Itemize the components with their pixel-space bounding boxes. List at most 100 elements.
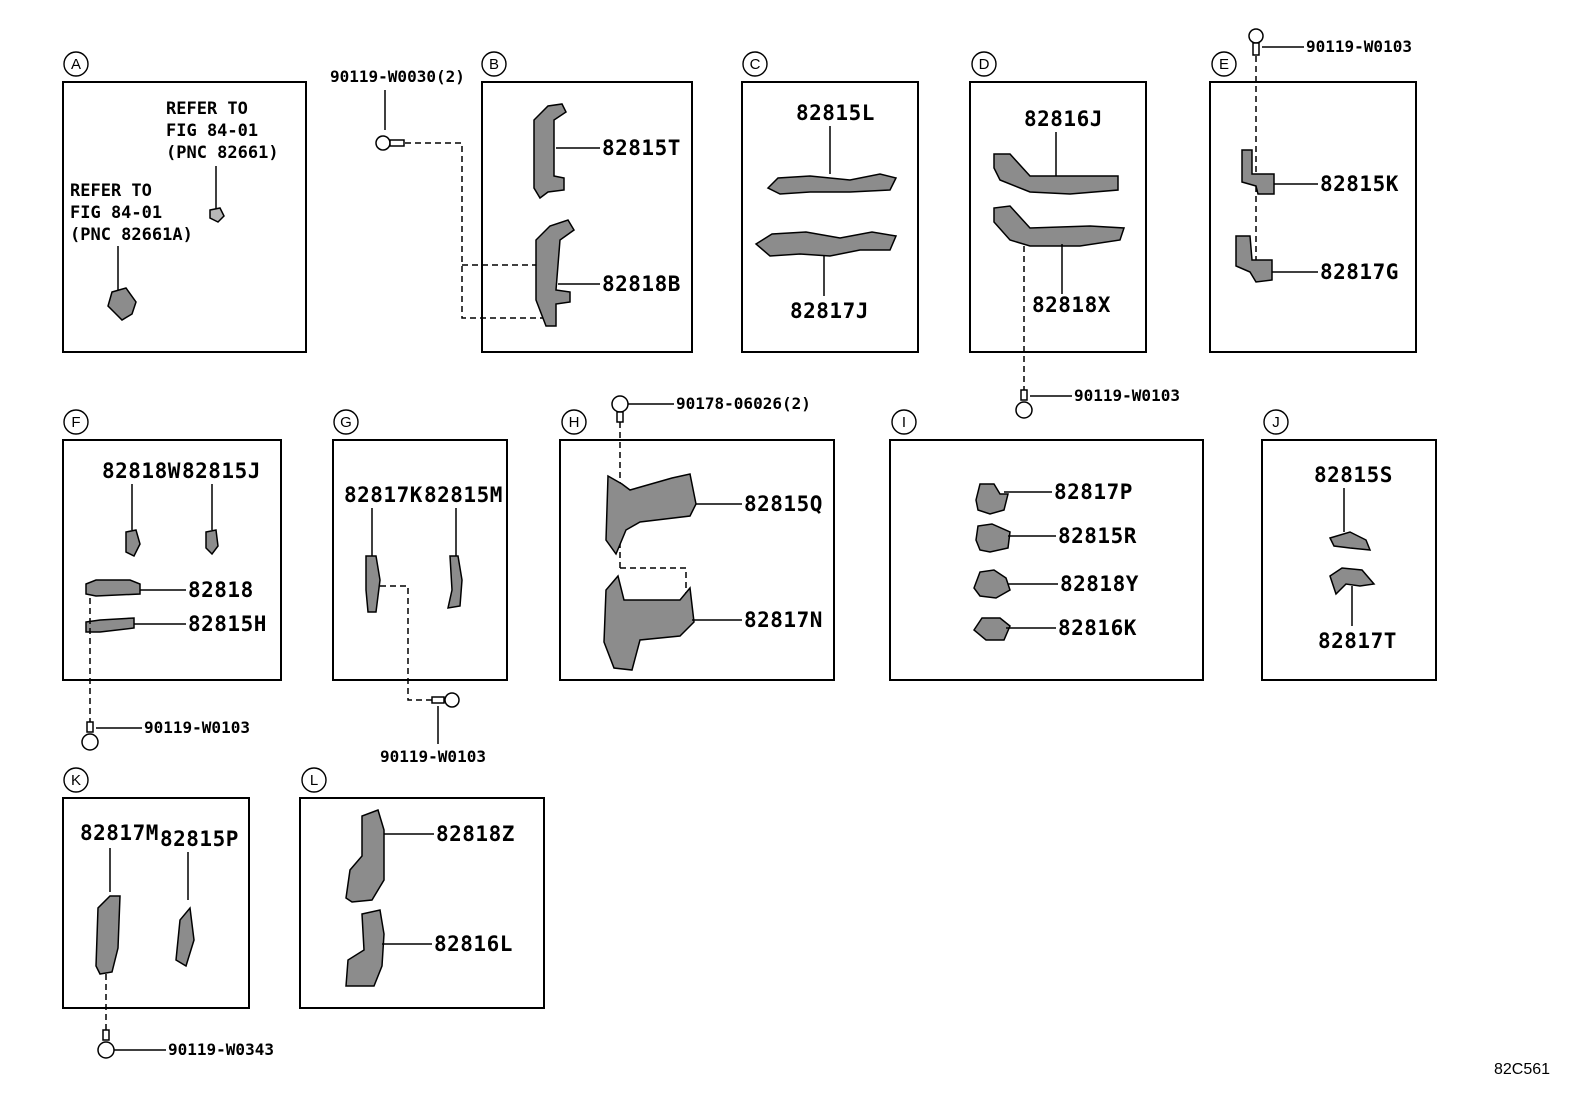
- section-a-letter: A: [71, 56, 81, 73]
- pnc-82818W[interactable]: 82818W: [102, 459, 181, 483]
- bolt-label-f[interactable]: 90119-W0103: [144, 718, 250, 737]
- section-j-letter: J: [1272, 414, 1280, 431]
- section-c: C 82815L 82817J: [741, 51, 919, 353]
- pnc-82816K[interactable]: 82816K: [1058, 616, 1137, 640]
- pnc-82817J[interactable]: 82817J: [790, 299, 869, 323]
- section-a-box: [62, 81, 307, 353]
- bolt-k-icon[interactable]: [97, 1029, 115, 1059]
- bolt-h-icon[interactable]: [611, 395, 629, 423]
- part-82815Q-shape[interactable]: [605, 473, 697, 556]
- pnc-82817M[interactable]: 82817M: [80, 821, 159, 845]
- refer-note-2-line-2[interactable]: FIG 84-01: [70, 203, 162, 223]
- part-82815M-shape[interactable]: [447, 555, 463, 609]
- part-82817M-shape[interactable]: [95, 895, 121, 975]
- pnc-82815Q[interactable]: 82815Q: [744, 492, 823, 516]
- bolt-label-k[interactable]: 90119-W0343: [168, 1040, 274, 1059]
- section-g-letter: G: [340, 414, 352, 431]
- pnc-82817P[interactable]: 82817P: [1054, 480, 1133, 504]
- bolt-label-e[interactable]: 90119-W0103: [1306, 37, 1412, 56]
- part-82815P-shape[interactable]: [175, 906, 195, 968]
- part-82818B-shape[interactable]: [535, 219, 575, 327]
- bolt-d-icon[interactable]: [1015, 389, 1033, 419]
- bolt-e-icon[interactable]: [1248, 28, 1264, 56]
- pnc-82818B[interactable]: 82818B: [602, 272, 681, 296]
- section-e-box: [1209, 81, 1417, 353]
- section-j-marker: [1263, 409, 1289, 435]
- bolt-label-g[interactable]: 90119-W0103: [380, 747, 486, 766]
- section-f-box: [62, 439, 282, 681]
- section-e-marker: [1211, 51, 1237, 77]
- part-82817K-shape[interactable]: [365, 555, 381, 613]
- part-82815R-shape[interactable]: [975, 523, 1011, 553]
- pnc-82817T[interactable]: 82817T: [1318, 629, 1397, 653]
- pnc-82815R[interactable]: 82815R: [1058, 524, 1137, 548]
- refer-note-1-line-2[interactable]: FIG 84-01: [166, 121, 258, 141]
- section-c-box: [741, 81, 919, 353]
- pnc-82817G[interactable]: 82817G: [1320, 260, 1399, 284]
- section-j-box: [1261, 439, 1437, 681]
- part-82815T-shape[interactable]: [533, 103, 567, 200]
- pnc-82815M[interactable]: 82815M: [424, 483, 503, 507]
- pnc-82815T[interactable]: 82815T: [602, 136, 681, 160]
- bolt-label-h[interactable]: 90178-06026(2): [676, 394, 811, 413]
- section-i-marker: [891, 409, 917, 435]
- clip-82661-part[interactable]: [209, 207, 225, 223]
- refer-note-1-line-3[interactable]: (PNC 82661): [166, 143, 279, 163]
- pnc-82815L[interactable]: 82815L: [796, 101, 875, 125]
- bolt-label-b[interactable]: 90119-W0030(2): [330, 67, 465, 86]
- part-82816L-shape[interactable]: [345, 909, 385, 987]
- part-82816K-shape[interactable]: [973, 617, 1011, 641]
- section-a-marker: [63, 51, 89, 77]
- part-82816J-shape[interactable]: [993, 153, 1119, 195]
- pnc-82815J[interactable]: 82815J: [182, 459, 261, 483]
- refer-note-2-line-3[interactable]: (PNC 82661A): [70, 225, 193, 245]
- bolt-label-d[interactable]: 90119-W0103: [1074, 386, 1180, 405]
- part-82817T-shape[interactable]: [1329, 567, 1376, 596]
- section-j: J 82815S 82817T: [1261, 409, 1437, 681]
- bolt-b-icon[interactable]: [375, 135, 405, 151]
- pnc-82816L[interactable]: 82816L: [434, 932, 513, 956]
- section-g-box: [332, 439, 508, 681]
- pnc-82817K[interactable]: 82817K: [344, 483, 423, 507]
- part-82817N-shape[interactable]: [603, 574, 695, 671]
- pnc-82818X[interactable]: 82818X: [1032, 293, 1111, 317]
- part-82815K-shape[interactable]: [1241, 149, 1275, 195]
- part-82815J-shape[interactable]: [205, 529, 219, 556]
- bolt-g-icon[interactable]: [431, 692, 460, 708]
- pnc-82815H[interactable]: 82815H: [188, 612, 267, 636]
- refer-note-1-line-1[interactable]: REFER TO: [166, 99, 248, 119]
- section-b-box: [481, 81, 693, 353]
- section-b: 90119-W0030(2) B 82815T 82818B: [330, 51, 693, 353]
- part-82815S-shape[interactable]: [1328, 531, 1372, 551]
- pnc-82817N[interactable]: 82817N: [744, 608, 823, 632]
- part-82815L-shape[interactable]: [766, 173, 898, 195]
- refer-note-2-line-1[interactable]: REFER TO: [70, 181, 152, 201]
- section-k-marker: [63, 767, 89, 793]
- part-82818X-shape[interactable]: [993, 205, 1126, 247]
- section-e-letter: E: [1219, 56, 1229, 73]
- part-82818Y-shape[interactable]: [973, 569, 1011, 599]
- section-c-letter: C: [750, 56, 761, 73]
- clip-82661a-part[interactable]: [107, 287, 137, 321]
- part-82818-shape[interactable]: [85, 579, 141, 597]
- pnc-82815K[interactable]: 82815K: [1320, 172, 1399, 196]
- section-h-letter: H: [569, 414, 580, 431]
- bolt-f-icon[interactable]: [81, 721, 99, 751]
- pnc-82816J[interactable]: 82816J: [1024, 107, 1103, 131]
- part-82817P-shape[interactable]: [975, 483, 1009, 515]
- part-82815H-shape[interactable]: [85, 617, 135, 633]
- part-82818W-shape[interactable]: [125, 529, 141, 558]
- section-i-box: [889, 439, 1204, 681]
- pnc-82818Y[interactable]: 82818Y: [1060, 572, 1139, 596]
- part-82817G-shape[interactable]: [1235, 235, 1273, 283]
- section-d-marker: [971, 51, 997, 77]
- section-h-marker: [561, 409, 587, 435]
- section-i: I 82817P 82815R 82818Y 82816K: [889, 409, 1204, 681]
- pnc-82818[interactable]: 82818: [188, 578, 254, 602]
- part-82817J-shape[interactable]: [754, 231, 898, 257]
- pnc-82815P[interactable]: 82815P: [160, 827, 239, 851]
- part-82818Z-shape[interactable]: [345, 809, 385, 903]
- pnc-82818Z[interactable]: 82818Z: [436, 822, 515, 846]
- pnc-82815S[interactable]: 82815S: [1314, 463, 1393, 487]
